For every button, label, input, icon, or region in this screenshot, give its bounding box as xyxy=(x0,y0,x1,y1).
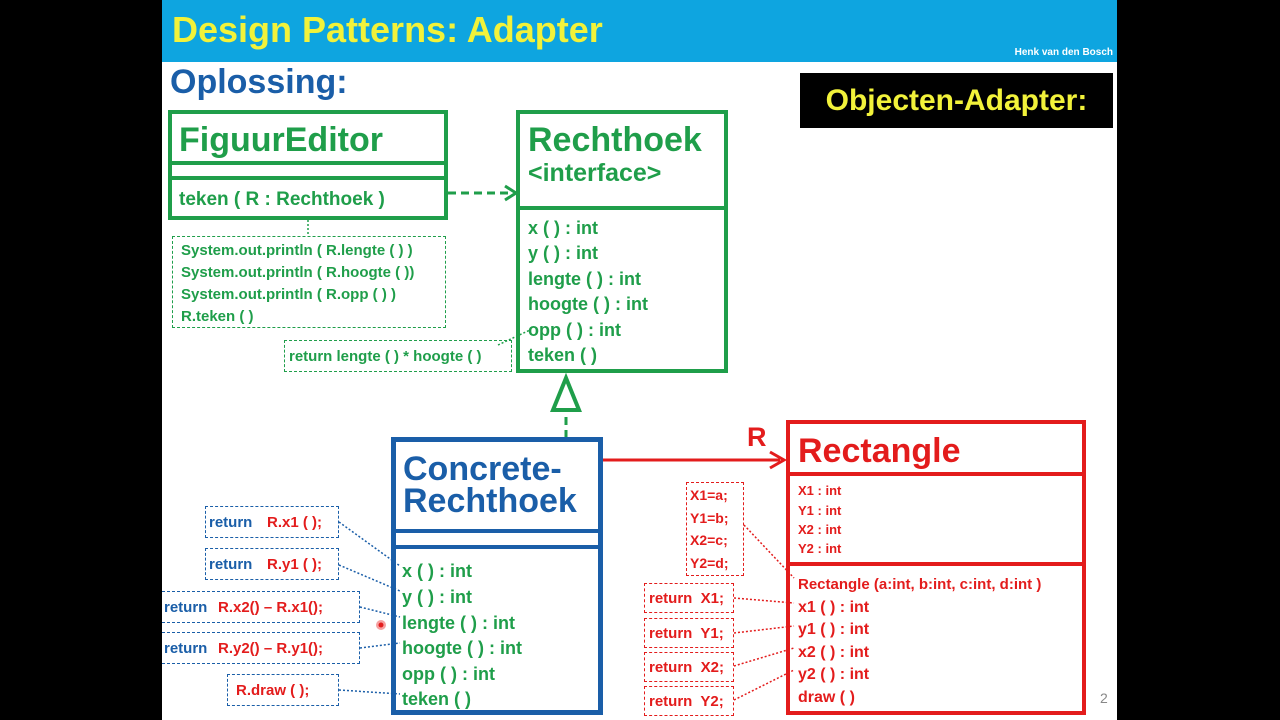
ctor-note-connector xyxy=(743,524,795,579)
figuur-note: System.out.println ( R.lengte ( ) ) Syst… xyxy=(172,236,446,328)
rectangle-attr: Y2 : int xyxy=(798,541,842,556)
note-connector-y2 xyxy=(733,669,795,701)
concrete-name-line1: Concrete- xyxy=(403,450,562,488)
concrete-method-x: x ( ) : int xyxy=(402,561,472,581)
slide-title: Design Patterns: Adapter xyxy=(172,9,603,50)
concrete-rechthoek-class: Concrete- Rechthoek x ( ) : int y ( ) : … xyxy=(391,437,603,715)
rechthoek-name: Rechthoek xyxy=(528,121,702,159)
page-number: 2 xyxy=(1100,690,1108,706)
rechthoek-stereotype: <interface> xyxy=(528,159,662,187)
rect-note-x2: return X2; xyxy=(644,652,734,682)
object-adapter-badge: Objecten-Adapter: xyxy=(800,73,1113,128)
figuur-note-line: System.out.println ( R.lengte ( ) ) xyxy=(181,242,413,259)
ctor-note-line: X1=a; xyxy=(690,487,728,503)
rectangle-method: y1 ( ) : int xyxy=(798,621,870,638)
constructor-note: X1=a; Y1=b; X2=c; Y2=d; xyxy=(686,482,744,576)
concrete-method-hoogte: hoogte ( ) : int xyxy=(402,638,522,658)
concrete-note-x: return R.x1 ( ); xyxy=(205,506,339,538)
rectangle-attr: X2 : int xyxy=(798,522,842,537)
rectangle-method: draw ( ) xyxy=(798,689,855,706)
slide: Design Patterns: Adapter Henk van den Bo… xyxy=(162,0,1117,720)
rect-note-text: return X1; xyxy=(649,590,725,607)
rectangle-attr: Y1 : int xyxy=(798,503,842,518)
concrete-method-lengte: lengte ( ) : int xyxy=(402,613,515,633)
concrete-method-y: y ( ) : int xyxy=(402,587,472,607)
concrete-name-line2: Rechthoek xyxy=(403,482,577,520)
rect-note-y2: return Y2; xyxy=(644,686,734,716)
note-expr: R.y1 ( ); xyxy=(267,556,323,573)
rectangle-constructor: Rectangle (a:int, b:int, c:int, d:int ) xyxy=(798,576,1042,593)
note-expr: R.draw ( ); xyxy=(236,682,310,699)
rechthoek-method-teken: teken ( ) xyxy=(528,345,598,365)
author-credit: Henk van den Bosch xyxy=(1014,47,1113,58)
concrete-note-hoogte: return R.y2() – R.y1(); xyxy=(162,632,360,664)
rectangle-method: y2 ( ) : int xyxy=(798,666,870,683)
ctor-note-line: X2=c; xyxy=(690,532,728,548)
note-connector-x2 xyxy=(733,647,795,667)
rect-note-text: return Y2; xyxy=(649,693,724,710)
solution-heading: Oplossing: xyxy=(170,63,348,101)
rechthoek-method-lengte: lengte ( ) : int xyxy=(528,269,641,289)
association-label: R xyxy=(747,422,767,452)
realization-triangle xyxy=(550,372,582,412)
rectangle-method: x1 ( ) : int xyxy=(798,599,870,616)
note-expr: R.y2() – R.y1(); xyxy=(218,640,324,657)
note-prefix: return xyxy=(164,599,212,616)
figuur-note-line: System.out.println ( R.hoogte ( )) xyxy=(181,264,415,281)
rect-note-y1: return Y1; xyxy=(644,618,734,648)
rechthoek-method-y: y ( ) : int xyxy=(528,243,598,263)
rect-note-x1: return X1; xyxy=(644,583,734,613)
note-connector-x1 xyxy=(733,597,795,604)
rectangle-name: Rectangle xyxy=(798,432,961,470)
note-expr: R.x2() – R.x1(); xyxy=(218,599,324,616)
concrete-method-teken: teken ( ) xyxy=(402,689,472,709)
ctor-note-line: Y2=d; xyxy=(690,555,729,571)
note-connector-x xyxy=(338,521,401,567)
note-connector-y1 xyxy=(733,625,795,634)
association-arrow-head xyxy=(769,450,788,470)
rechthoek-method-opp: opp ( ) : int xyxy=(528,320,621,340)
note-prefix: return xyxy=(209,556,261,573)
opp-note-text: return lengte ( ) * hoogte ( ) xyxy=(289,348,482,365)
rectangle-class: Rectangle X1 : int Y1 : int X2 : int Y2 … xyxy=(786,420,1086,715)
concrete-note-lengte: return R.x2() – R.x1(); xyxy=(162,591,360,623)
note-prefix: return xyxy=(209,514,261,531)
title-banner: Design Patterns: Adapter Henk van den Bo… xyxy=(162,0,1117,62)
opp-note-connector xyxy=(497,329,531,346)
concrete-note-y: return R.y1 ( ); xyxy=(205,548,339,580)
concrete-note-teken: R.draw ( ); xyxy=(227,674,339,706)
figuureditor-name: FiguurEditor xyxy=(179,121,383,159)
opp-note: return lengte ( ) * hoogte ( ) xyxy=(284,340,512,372)
note-connector-lengte xyxy=(359,606,401,618)
rect-note-text: return Y1; xyxy=(649,625,724,642)
rect-note-text: return X2; xyxy=(649,659,725,676)
rectangle-attr: X1 : int xyxy=(798,483,842,498)
rectangle-method: x2 ( ) : int xyxy=(798,644,870,661)
concrete-method-opp: opp ( ) : int xyxy=(402,664,495,684)
note-connector-y xyxy=(338,564,401,592)
connector-layer xyxy=(307,184,795,701)
rechthoek-method-x: x ( ) : int xyxy=(528,218,598,238)
note-prefix: return xyxy=(164,640,212,657)
figuur-note-line: R.teken ( ) xyxy=(181,308,254,325)
figuureditor-class: FiguurEditor teken ( R : Rechthoek ) xyxy=(168,110,448,220)
rechthoek-interface: Rechthoek <interface> x ( ) : int y ( ) … xyxy=(516,110,728,373)
rechthoek-method-hoogte: hoogte ( ) : int xyxy=(528,294,648,314)
note-expr: R.x1 ( ); xyxy=(267,514,323,531)
figuureditor-method: teken ( R : Rechthoek ) xyxy=(179,189,385,210)
figuur-note-line: System.out.println ( R.opp ( ) ) xyxy=(181,286,396,303)
ctor-note-line: Y1=b; xyxy=(690,510,729,526)
